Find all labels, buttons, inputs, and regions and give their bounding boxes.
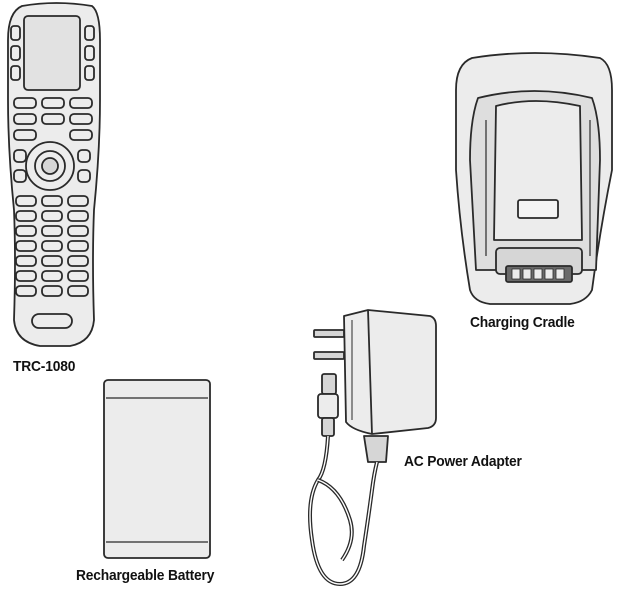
remote-control-drawing <box>7 2 101 347</box>
ac-power-adapter-drawing <box>308 309 437 586</box>
rechargeable-battery-drawing <box>103 379 211 559</box>
charging-cradle-drawing <box>455 52 613 305</box>
caption-cradle: Charging Cradle <box>470 314 575 331</box>
caption-adapter: AC Power Adapter <box>404 453 522 470</box>
caption-remote: TRC-1080 <box>13 358 76 375</box>
caption-battery: Rechargeable Battery <box>76 567 215 584</box>
